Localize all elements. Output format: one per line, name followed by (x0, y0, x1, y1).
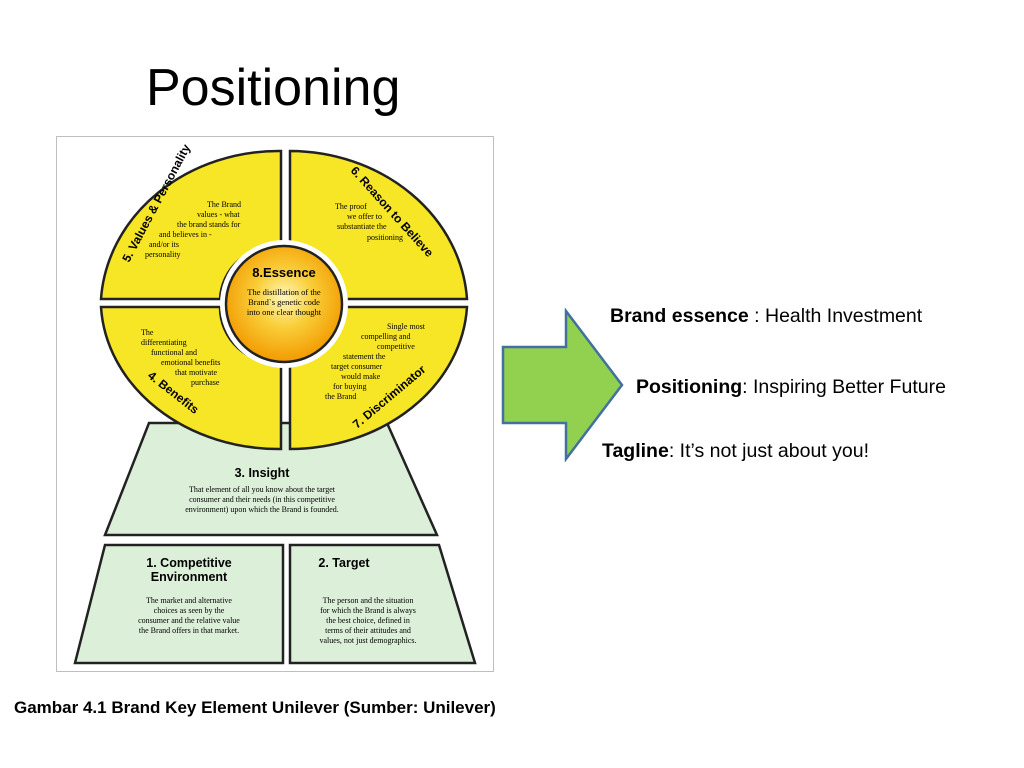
essence-core (224, 244, 344, 364)
competitive-environment-body-4: the Brand offers in that market. (139, 626, 239, 635)
positioning-label: Positioning (636, 376, 743, 398)
discriminator-body-4: statement the (343, 352, 386, 361)
essence-body-1: The distillation of the (247, 287, 321, 297)
positioning-line: Positioning: Inspiring Better Future (636, 376, 946, 399)
slide-title: Positioning (146, 59, 401, 117)
right-arrow-shape (501, 308, 624, 462)
values-personality-body-1: The Brand (207, 200, 241, 209)
insight-body-2: consumer and their needs (in this compet… (189, 495, 335, 504)
essence-body-3: into one clear thought (247, 307, 322, 317)
target-body-4: terms of their attitudes and (325, 626, 411, 635)
competitive-environment-panel (73, 543, 285, 665)
values-personality-body-3: the brand stands for (177, 220, 241, 229)
reason-to-believe-body-4: positioning (367, 233, 403, 242)
discriminator-body-2: compelling and (361, 332, 411, 341)
target-body-1: The person and the situation (323, 596, 414, 605)
benefits-body-5: that motivate (175, 368, 217, 377)
benefits-body-6: purchase (191, 378, 220, 387)
reason-to-believe-body-2: we offer to (347, 212, 382, 221)
tagline-value: : It’s not just about you! (668, 440, 869, 462)
brand-essence-value: : Health Investment (748, 305, 923, 327)
figure-caption: Gambar 4.1 Brand Key Element Unilever (S… (14, 698, 496, 717)
target-body-3: the best choice, defined in (326, 616, 410, 625)
discriminator-body-7: for buying (333, 382, 367, 391)
target-body-2: for which the Brand is always (320, 606, 416, 615)
brand-key-diagram: 8.Essence The distillation of the Brand`… (56, 136, 494, 672)
insight-body-3: environment) upon which the Brand is fou… (185, 505, 339, 514)
target-title: 2. Target (318, 556, 370, 570)
discriminator-body-8: the Brand (325, 392, 356, 401)
tagline-label: Tagline (602, 440, 669, 462)
reason-to-believe-body-1: The proof (335, 202, 367, 211)
competitive-environment-body-2: choices as seen by the (154, 606, 225, 615)
competitive-environment-title-2: Environment (151, 570, 228, 584)
target-body-5: values, not just demographics. (319, 636, 416, 645)
reason-to-believe-body-3: substantiate the (337, 222, 387, 231)
brand-essence-line: Brand essence : Health Investment (610, 305, 922, 328)
discriminator-body-3: competitive (377, 342, 415, 351)
benefits-body-3: functional and (151, 348, 197, 357)
tagline-line: Tagline: It’s not just about you! (602, 440, 869, 463)
benefits-body-2: differentiating (141, 338, 187, 347)
benefits-body-1: The (141, 328, 154, 337)
target-panel (288, 543, 477, 665)
discriminator-body-5: target consumer (331, 362, 383, 371)
insight-title: 3. Insight (235, 466, 291, 480)
competitive-environment-title-1: 1. Competitive (146, 556, 231, 570)
values-personality-body-4: and believes in - (159, 230, 212, 239)
discriminator-body-6: would make (341, 372, 381, 381)
positioning-value: : Inspiring Better Future (742, 376, 946, 398)
competitive-environment-body-1: The market and alternative (146, 596, 232, 605)
competitive-environment-body-3: consumer and the relative value (138, 616, 240, 625)
values-personality-body-2: values - what (197, 210, 240, 219)
benefits-quadrant (99, 305, 283, 451)
essence-title: 8.Essence (252, 265, 316, 280)
benefits-body-4: emotional benefits (161, 358, 220, 367)
essence-body-2: Brand`s genetic code (248, 297, 320, 307)
discriminator-body-1: Single most (387, 322, 426, 331)
values-personality-body-5: and/or its (149, 240, 179, 249)
values-personality-body-6: personality (145, 250, 181, 259)
brand-essence-label: Brand essence (610, 305, 749, 327)
insight-body-1: That element of all you know about the t… (189, 485, 336, 494)
